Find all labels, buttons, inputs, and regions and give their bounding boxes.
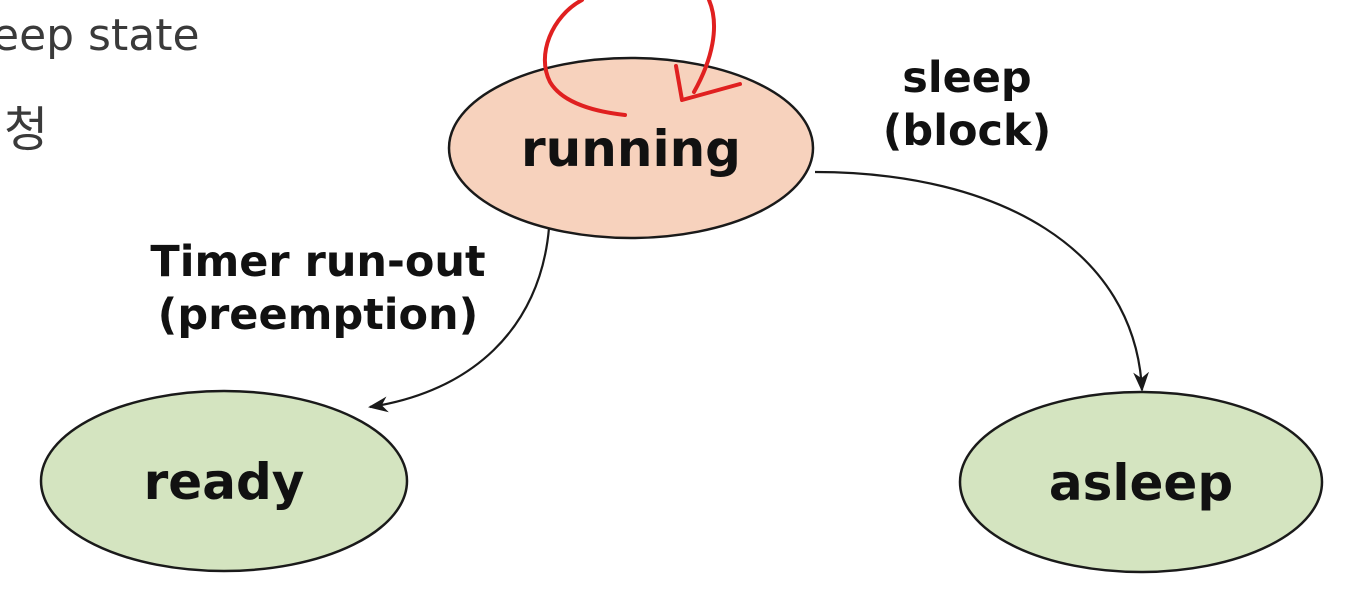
handwritten-annotation-arrowhead	[674, 64, 742, 102]
handwritten-annotation-arrow	[692, 0, 717, 94]
state-ready-shape	[39, 389, 409, 573]
transition-label-preemption: (preemption)	[158, 290, 479, 340]
transition-arrow-running-to-ready	[368, 227, 551, 413]
state-ready-label: ready	[144, 453, 305, 511]
state-running: running	[447, 56, 815, 240]
state-ready: ready	[39, 389, 409, 573]
state-asleep-label: asleep	[1049, 454, 1233, 512]
slide-text-korean: 청	[4, 102, 49, 158]
state-running-label: running	[521, 120, 741, 178]
state-asleep-shape	[958, 390, 1324, 574]
transition-label-block: (block)	[883, 106, 1051, 156]
state-running-shape	[447, 56, 815, 240]
handwritten-annotation-loop	[542, 0, 627, 117]
transition-label-sleep: sleep	[902, 53, 1031, 103]
state-asleep: asleep	[958, 390, 1324, 574]
transition-arrow-running-to-asleep	[814, 170, 1150, 392]
slide-text-line: eep state	[0, 10, 200, 61]
transition-label-timer: Timer run-out	[150, 237, 485, 287]
